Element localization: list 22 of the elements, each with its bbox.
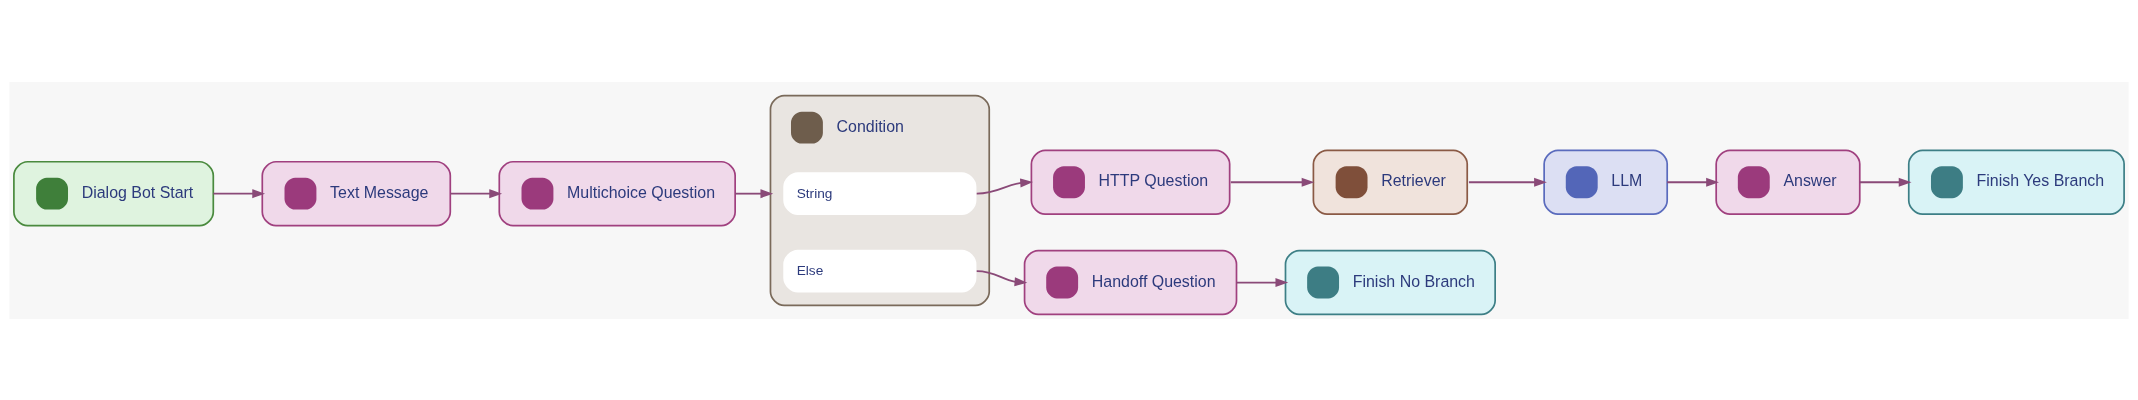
node-box: Multichoice Question: [498, 160, 736, 226]
node-box: Dialog Bot Start: [13, 160, 215, 226]
arrow: [1235, 277, 1289, 287]
arrow: [1666, 177, 1719, 187]
arrow: [975, 177, 1033, 195]
node-box: Finish Yes Branch: [1907, 149, 2125, 215]
node-box: LLM: [1543, 149, 1669, 215]
node-box: Else: [783, 249, 977, 292]
node-box: HTTP Question: [1030, 149, 1231, 215]
node-box: String: [783, 171, 977, 215]
arrow: [1468, 177, 1547, 187]
node-box: Retriever: [1312, 149, 1469, 215]
node-box: Answer: [1715, 149, 1861, 215]
arrow: [734, 188, 774, 198]
arrow: [1229, 177, 1315, 187]
arrow: [975, 269, 1028, 286]
arrow: [449, 188, 503, 198]
node-box: Handoff Question: [1023, 249, 1238, 315]
arrow: [212, 188, 266, 198]
node-box: Finish No Branch: [1284, 249, 1496, 315]
node-box: Text Message: [261, 160, 452, 226]
arrow: [1858, 177, 1912, 187]
